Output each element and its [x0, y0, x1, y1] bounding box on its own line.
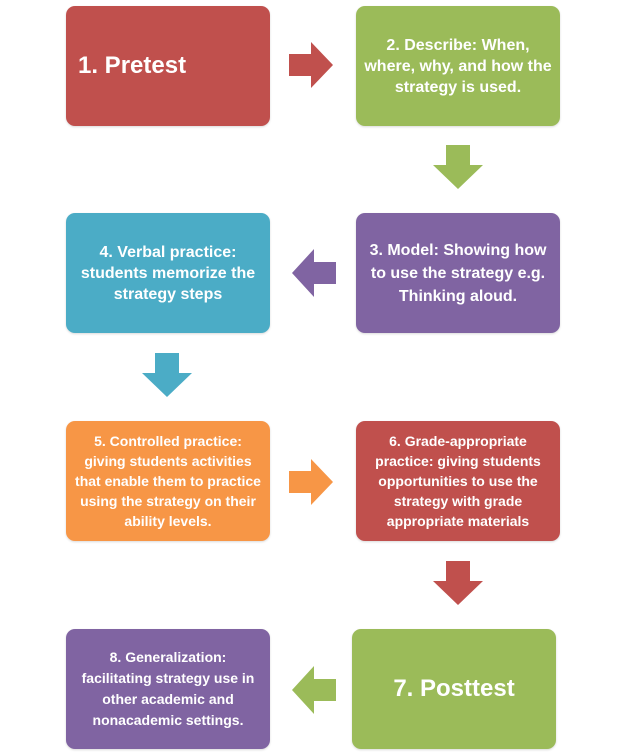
arrow-down-4-to-5 [142, 353, 192, 397]
arrow-right-5-to-6 [289, 459, 333, 505]
arrow-down-6-to-7 [433, 561, 483, 605]
step-5-controlled-practice-box: 5. Controlled practice: giving students … [66, 421, 270, 541]
step-5-label: 5. Controlled practice: giving students … [75, 433, 261, 529]
step-1-pretest-box: 1. Pretest [66, 6, 270, 126]
arrow-left-icon [292, 666, 336, 714]
arrow-right-icon [289, 459, 333, 505]
arrow-down-icon [433, 561, 483, 605]
step-8-generalization-box: 8. Generalization: facilitating strategy… [66, 629, 270, 749]
step-7-label: 7. Posttest [393, 675, 515, 702]
step-1-label: 1. Pretest [78, 52, 187, 79]
step-3-label: 3. Model: Showing how to use the strateg… [369, 241, 547, 305]
arrow-down-2-to-3 [433, 145, 483, 189]
step-7-posttest-box: 7. Posttest [352, 629, 556, 749]
arrow-left-7-to-8 [292, 666, 336, 714]
step-3-model-box: 3. Model: Showing how to use the strateg… [356, 213, 560, 333]
step-2-label: 2. Describe: When, where, why, and how t… [364, 36, 552, 96]
arrow-left-3-to-4 [292, 249, 336, 297]
step-6-label: 6. Grade-appropriate practice: giving st… [375, 433, 541, 529]
step-2-describe-box: 2. Describe: When, where, why, and how t… [356, 6, 560, 126]
arrow-right-icon [289, 42, 333, 88]
arrow-down-icon [142, 353, 192, 397]
arrow-left-icon [292, 249, 336, 297]
step-4-label: 4. Verbal practice: students memorize th… [80, 243, 256, 303]
step-6-grade-appropriate-box: 6. Grade-appropriate practice: giving st… [356, 421, 560, 541]
step-4-verbal-practice-box: 4. Verbal practice: students memorize th… [66, 213, 270, 333]
arrow-right-1-to-2 [289, 42, 333, 88]
step-8-label: 8. Generalization: facilitating strategy… [81, 649, 255, 728]
arrow-down-icon [433, 145, 483, 189]
